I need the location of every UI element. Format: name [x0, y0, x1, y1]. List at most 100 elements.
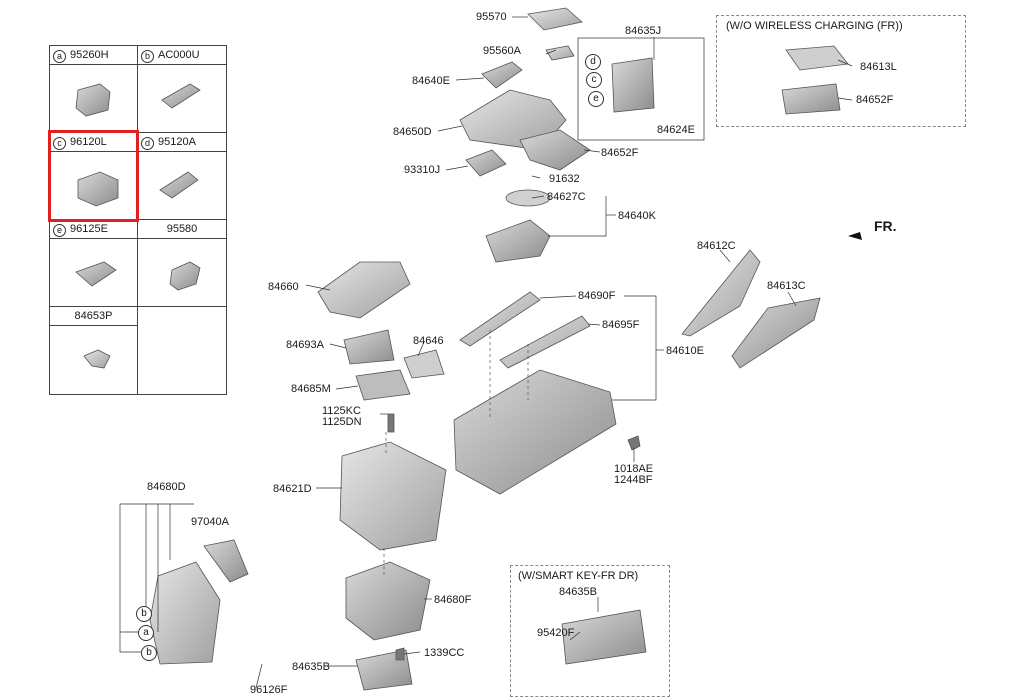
part-84627c-mat: [505, 189, 551, 207]
part-icon-95580: [169, 261, 201, 291]
part-icon-84653p: [83, 349, 111, 369]
part-label[interactable]: 84652F: [601, 147, 639, 159]
part-label[interactable]: 1244BF: [614, 474, 653, 486]
part-icon-ac000u: [161, 83, 201, 109]
part-label[interactable]: 84640E: [412, 75, 450, 87]
marker-e: e: [53, 224, 66, 237]
part-84610e-console: [453, 369, 617, 495]
part-label[interactable]: 84635J: [625, 25, 662, 37]
part-label[interactable]: 93310J: [404, 164, 441, 176]
part-label[interactable]: 84646: [413, 335, 444, 347]
part-icon-95120a: [159, 171, 199, 199]
leader-lines: [119, 16, 853, 689]
part-84685m-mat: [355, 369, 411, 401]
part-label[interactable]: 84695F: [602, 319, 640, 331]
selected-part-highlight: [48, 130, 139, 222]
legend-code: 84653P: [74, 310, 113, 322]
legend-code: 95260H: [70, 49, 109, 61]
part-label[interactable]: 84610E: [666, 345, 704, 357]
part-84695f-trim: [499, 315, 591, 369]
part-label[interactable]: 84652F: [856, 94, 894, 106]
part-label[interactable]: 84685M: [291, 383, 331, 395]
part-84621d-housing: [339, 441, 447, 551]
part-label[interactable]: 95560A: [483, 45, 521, 57]
part-1125kc-bolt: [387, 413, 395, 433]
part-label[interactable]: 84680D: [147, 481, 186, 493]
part-97040a-vent: [203, 539, 249, 583]
part-label[interactable]: 97040A: [191, 516, 229, 528]
part-84693a-tray: [343, 329, 395, 365]
part-label[interactable]: 91632: [549, 173, 580, 185]
marker-d: d: [141, 137, 154, 150]
marker-b-callout[interactable]: b: [141, 645, 157, 661]
marker-d-callout[interactable]: d: [585, 54, 601, 70]
part-label[interactable]: 84680F: [434, 594, 472, 606]
part-84646-mat: [403, 349, 445, 379]
legend-cell-d[interactable]: d 95120A: [138, 133, 226, 220]
part-label[interactable]: 95570: [476, 11, 507, 23]
marker-e-callout[interactable]: e: [588, 91, 604, 107]
part-84680d-bezel: [149, 561, 221, 665]
part-label[interactable]: 84621D: [273, 483, 312, 495]
front-direction-label: FR.: [874, 218, 897, 234]
part-label[interactable]: 1125DN: [322, 416, 362, 428]
part-label[interactable]: 1125KC: [322, 405, 361, 417]
part-label[interactable]: 96126F: [250, 684, 288, 696]
part-label[interactable]: 95420F: [537, 627, 575, 639]
front-arrow-icon: [848, 232, 862, 240]
part-84612c-panel: [681, 249, 761, 337]
part-label[interactable]: 1018AE: [614, 463, 654, 475]
legend-code: 96120L: [70, 136, 107, 148]
part-84690f-trim: [459, 291, 541, 347]
part-cupholder: [485, 219, 551, 263]
part-label[interactable]: 84612C: [697, 240, 736, 252]
marker-b: b: [141, 50, 154, 63]
part-95560a-pad: [545, 45, 575, 61]
smart-key-note: (W/SMART KEY-FR DR): [518, 570, 639, 582]
part-label[interactable]: 84690F: [578, 290, 616, 302]
wo-wireless-note: (W/O WIRELESS CHARGING (FR)): [726, 20, 903, 32]
part-95570-pad: [527, 7, 583, 31]
legend-cell-e[interactable]: e 96125E: [50, 220, 138, 307]
part-84660-armrest: [317, 261, 411, 319]
marker-a-callout[interactable]: a: [138, 625, 154, 641]
marker-a: a: [53, 50, 66, 63]
part-84652f-switch-box: [781, 83, 841, 115]
legend-cell-95580[interactable]: 95580: [138, 220, 226, 307]
part-1339cc-screw: [395, 647, 405, 661]
legend-code: AC000U: [158, 49, 200, 61]
part-label[interactable]: 84613L: [860, 61, 897, 73]
part-1018ae-clip: [627, 435, 641, 451]
part-label[interactable]: 84624E: [657, 124, 695, 136]
legend-cell-84653p[interactable]: 84653P: [50, 307, 138, 394]
part-label[interactable]: 84627C: [547, 191, 586, 203]
part-label[interactable]: 84693A: [286, 339, 324, 351]
part-84640e-cover: [481, 61, 523, 89]
legend-code: 96125E: [70, 223, 108, 235]
part-label[interactable]: 84650D: [393, 126, 432, 138]
marker-c-callout[interactable]: c: [586, 72, 602, 88]
part-93310j-charger: [465, 149, 507, 177]
part-84635j-bracket: [611, 57, 655, 113]
wo-wireless-charging-box: [716, 15, 966, 127]
part-icon-96125e: [75, 261, 117, 287]
legend-code: 95120A: [158, 136, 196, 148]
part-label[interactable]: 84613C: [767, 280, 806, 292]
legend-code: 95580: [166, 223, 198, 235]
marker-c: c: [53, 137, 66, 150]
part-84680f-bracket: [345, 561, 431, 641]
dashed-connections: [383, 330, 529, 578]
part-label[interactable]: 84640K: [618, 210, 656, 222]
part-label[interactable]: 84660: [268, 281, 299, 293]
assembly-box-84635j: [577, 37, 705, 141]
part-84613c-panel: [731, 297, 821, 369]
part-84652f-switch: [519, 129, 591, 171]
part-label[interactable]: 1339CC: [424, 647, 465, 659]
part-84635b-box-bracket: [561, 609, 647, 665]
marker-b-callout[interactable]: b: [136, 606, 152, 622]
part-label[interactable]: 84635B: [559, 586, 597, 598]
part-label[interactable]: 84635B: [292, 661, 330, 673]
legend-cell-b[interactable]: b AC000U: [138, 46, 226, 133]
